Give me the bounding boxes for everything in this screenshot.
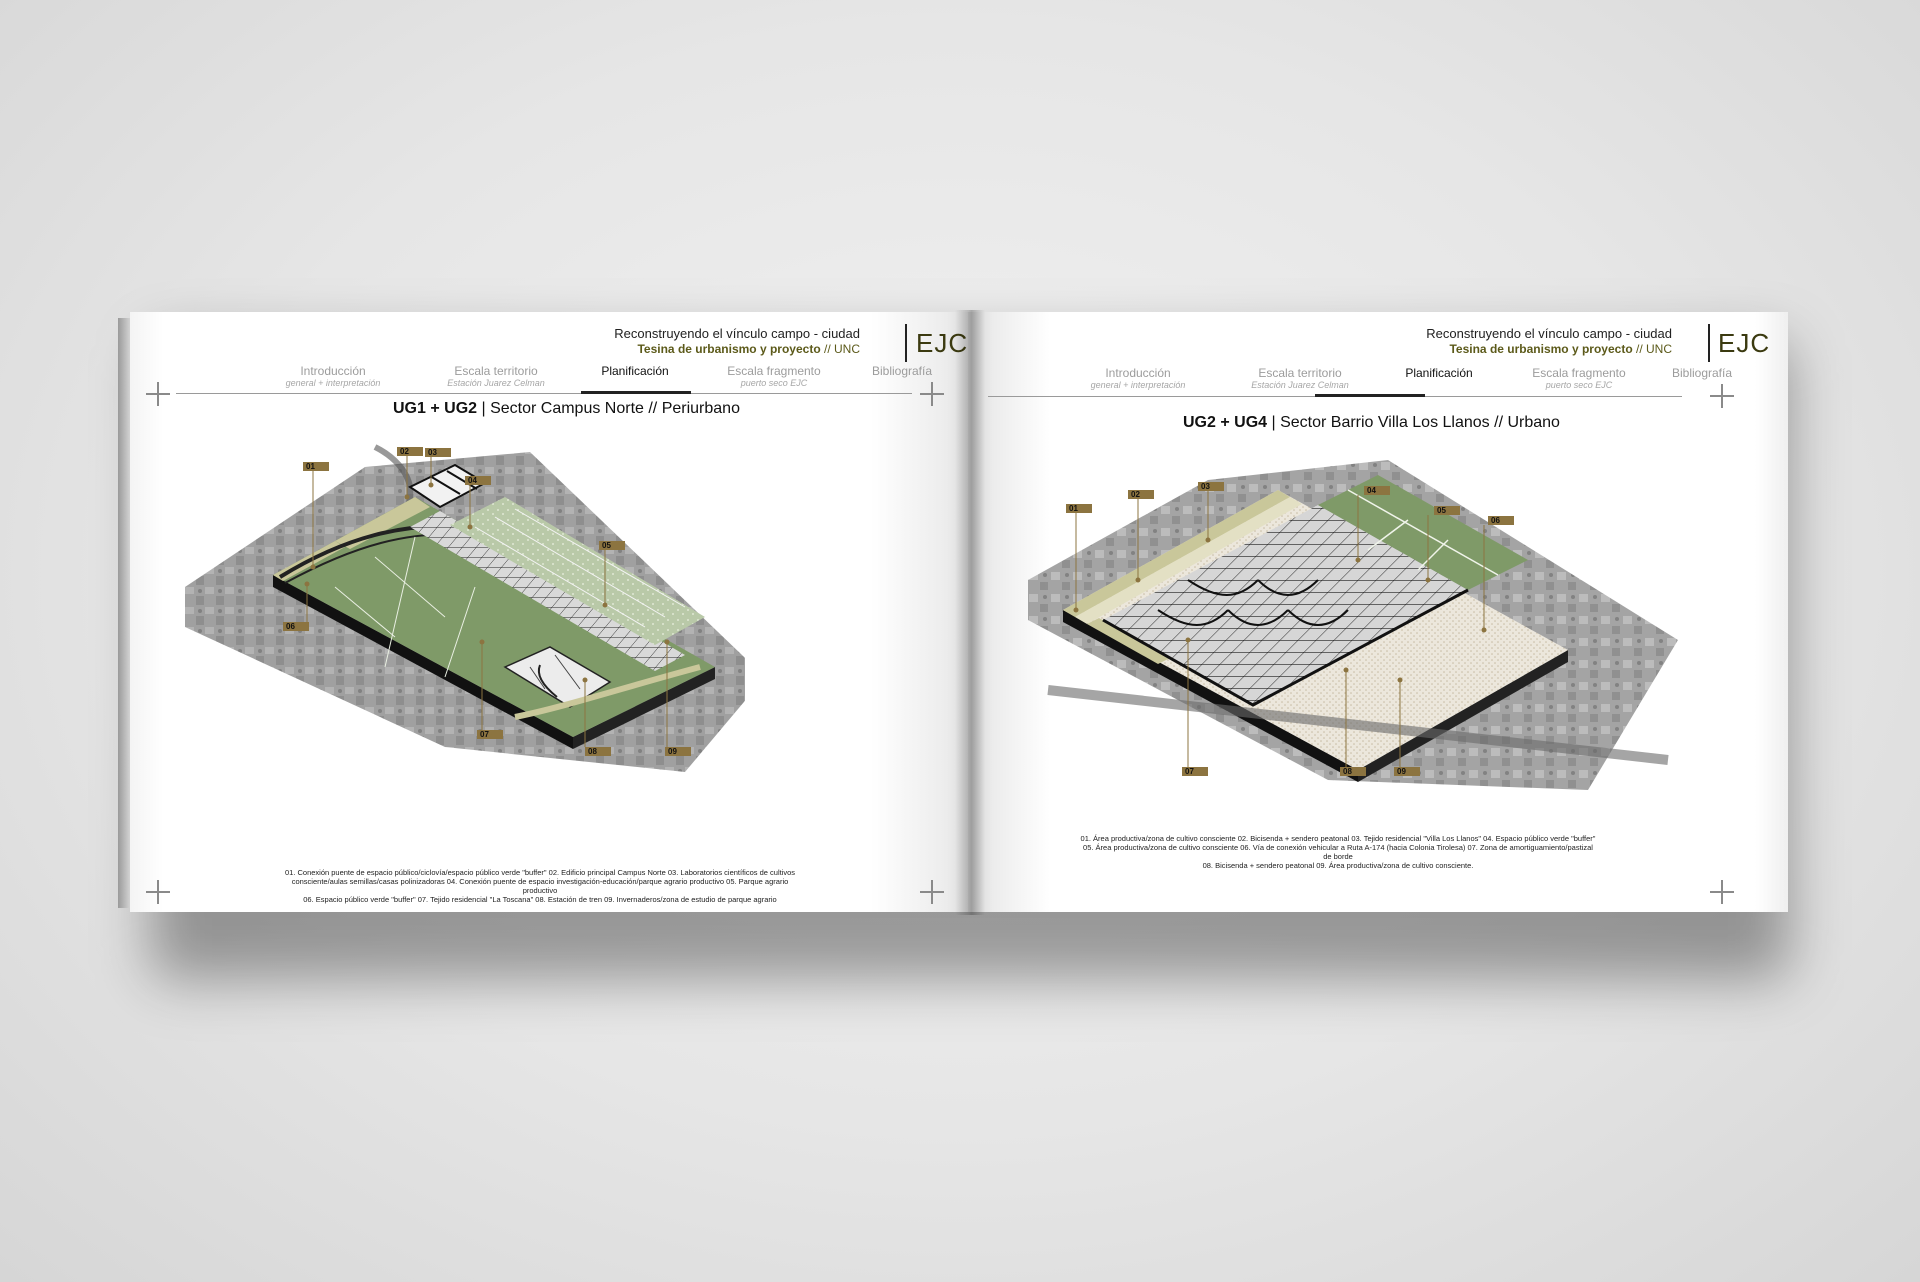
- marker-01: 01: [306, 462, 315, 471]
- brand-logo: EJC: [916, 328, 969, 358]
- marker-02: 02: [1131, 490, 1140, 499]
- crop-mark-plus: [1710, 384, 1734, 408]
- header-separator: [1708, 324, 1710, 362]
- book-gutter: [955, 310, 985, 915]
- crop-mark-plus: [920, 880, 944, 904]
- tab-underline: [176, 393, 912, 394]
- legend-caption: 01. Área productiva/zona de cultivo cons…: [1080, 834, 1596, 870]
- marker-tags: 01 02 03 04 05 06 07 08 09: [283, 447, 691, 756]
- marker-08: 08: [1343, 767, 1352, 776]
- marker-04: 04: [468, 476, 477, 485]
- marker-06: 06: [1491, 516, 1500, 525]
- legend-caption: 01. Conexión puente de espacio público/c…: [284, 868, 796, 904]
- isometric-plan-villa-los-llanos: 01 02 03 04 05 06 07 08 09: [1028, 460, 1678, 790]
- marker-09: 09: [668, 747, 677, 756]
- marker-05: 05: [602, 541, 611, 550]
- tab-bibliografia[interactable]: Bibliografía: [1671, 366, 1733, 380]
- crop-mark-plus: [146, 382, 170, 406]
- active-tab-indicator: [581, 391, 691, 394]
- marker-07: 07: [480, 730, 489, 739]
- right-page: Reconstruyendo el vínculo campo - ciudad…: [968, 312, 1788, 912]
- left-page: Reconstruyendo el vínculo campo - ciudad…: [130, 312, 972, 912]
- marker-03: 03: [428, 448, 437, 457]
- crop-mark-plus: [146, 880, 170, 904]
- marker-09: 09: [1397, 767, 1406, 776]
- header-title: Reconstruyendo el vínculo campo - ciudad: [614, 326, 860, 341]
- tab-bibliografia[interactable]: Bibliografía: [871, 364, 933, 378]
- active-tab-indicator: [1315, 394, 1425, 397]
- header-subtitle: Tesina de urbanismo y proyecto // UNC: [1449, 342, 1672, 356]
- marker-07: 07: [1185, 767, 1194, 776]
- header-separator: [905, 324, 907, 362]
- brand-logo: EJC: [1718, 328, 1771, 358]
- page-stack-edge: [118, 318, 132, 908]
- crop-mark-plus: [920, 382, 944, 406]
- section-title: UG1 + UG2 | Sector Campus Norte // Periu…: [393, 400, 740, 417]
- marker-05: 05: [1437, 506, 1446, 515]
- isometric-plan-campus-norte: 01 02 03 04 05 06 07 08 09: [185, 444, 745, 772]
- header-title: Reconstruyendo el vínculo campo - ciudad: [1426, 326, 1672, 341]
- section-title: UG2 + UG4 | Sector Barrio Villa Los Llan…: [1183, 414, 1560, 431]
- marker-06: 06: [286, 622, 295, 631]
- crop-mark-plus: [1710, 880, 1734, 904]
- marker-08: 08: [588, 747, 597, 756]
- marker-04: 04: [1367, 486, 1376, 495]
- tab-planificacion[interactable]: Planificación: [1405, 366, 1473, 380]
- marker-03: 03: [1201, 482, 1210, 491]
- marker-01: 01: [1069, 504, 1078, 513]
- marker-tags: 01 02 03 04 05 06 07 08 09: [1066, 482, 1514, 776]
- tab-planificacion[interactable]: Planificación: [601, 364, 669, 378]
- marker-02: 02: [400, 447, 409, 456]
- header-subtitle: Tesina de urbanismo y proyecto // UNC: [637, 342, 860, 356]
